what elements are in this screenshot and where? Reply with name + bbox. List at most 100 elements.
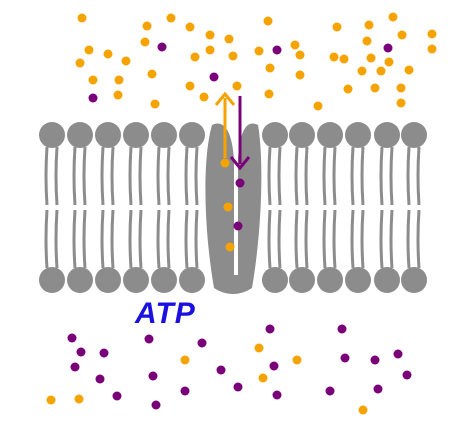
orange-particle	[295, 70, 305, 80]
orange-particle	[166, 13, 176, 23]
lipid-tail	[54, 209, 59, 269]
lipid-bottom	[374, 209, 400, 293]
lipid-tail	[184, 146, 189, 206]
lipid-tail	[406, 146, 411, 206]
orange-particle	[75, 58, 85, 68]
purple-particle	[216, 365, 226, 375]
lipid-head	[262, 267, 288, 293]
lipid-top	[345, 122, 371, 206]
orange-particle	[265, 63, 275, 73]
lipid-tail	[267, 209, 272, 269]
orange-particle	[290, 40, 300, 50]
orange-particle	[396, 98, 406, 108]
orange-particle	[121, 56, 131, 66]
lipid-tail	[138, 209, 143, 269]
lipid-head	[39, 267, 65, 293]
lipid-tail	[156, 146, 161, 206]
orange-particle	[113, 90, 123, 100]
orange-particle	[366, 53, 376, 63]
purple-particle	[67, 333, 77, 343]
purple-particle	[233, 382, 243, 392]
purple-particle	[233, 221, 243, 231]
orange-particle	[142, 21, 152, 31]
purple-particle	[370, 355, 380, 365]
lipid-tail	[360, 209, 365, 269]
lipid-tail	[100, 146, 105, 206]
purple-particle	[235, 178, 245, 188]
lipid-tail	[304, 209, 309, 269]
lipid-tail	[128, 146, 133, 206]
purple-particle	[337, 324, 347, 334]
lipid-tail	[322, 146, 327, 206]
lipid-head	[123, 267, 149, 293]
orange-particle	[46, 395, 56, 405]
purple-particle	[148, 371, 158, 381]
lipid-head	[151, 122, 177, 148]
lipid-top	[95, 122, 121, 206]
orange-particle	[150, 99, 160, 109]
orange-particle	[224, 34, 234, 44]
purple-particle	[373, 384, 383, 394]
orange-particle	[185, 81, 195, 91]
purple-particle	[393, 349, 403, 359]
orange-particle	[103, 49, 113, 59]
lipid-bottom	[179, 209, 205, 293]
lipid-bottom	[289, 209, 315, 293]
orange-particle	[223, 202, 233, 212]
lipid-tail	[294, 146, 299, 206]
orange-particle	[357, 66, 367, 76]
purple-particle	[265, 324, 275, 334]
up-arrow-head	[214, 91, 236, 106]
lipid-head	[374, 122, 400, 148]
orange-particle	[180, 355, 190, 365]
purple-particle	[70, 362, 80, 372]
lipid-head	[67, 267, 93, 293]
lipid-tail	[110, 146, 115, 206]
orange-particle	[232, 81, 242, 91]
lipid-bottom	[95, 209, 121, 293]
lipid-tail	[277, 209, 282, 269]
lipid-head	[345, 267, 371, 293]
lipid-bilayer	[39, 122, 427, 293]
lipid-top	[123, 122, 149, 206]
orange-particle	[358, 405, 368, 415]
orange-particle	[376, 66, 386, 76]
lipid-bottom	[67, 209, 93, 293]
lipid-tail	[360, 146, 365, 206]
lipid-bottom	[151, 209, 177, 293]
orange-particle	[404, 65, 414, 75]
lipid-head	[123, 122, 149, 148]
lipid-tail	[267, 146, 272, 206]
lipid-head	[67, 122, 93, 148]
orange-particle	[362, 36, 372, 46]
lipid-head	[401, 122, 427, 148]
orange-particle	[292, 355, 302, 365]
orange-particle	[190, 52, 200, 62]
orange-particle	[225, 242, 235, 252]
orange-particle	[254, 46, 264, 56]
lipid-head	[151, 267, 177, 293]
orange-particle	[205, 30, 215, 40]
orange-particle	[147, 69, 157, 79]
orange-particle	[77, 13, 87, 23]
lipid-bottom	[345, 209, 371, 293]
lipid-tail	[350, 146, 355, 206]
purple-particle	[383, 43, 393, 53]
orange-particle	[364, 20, 374, 30]
lipid-head	[262, 122, 288, 148]
lipid-top	[374, 122, 400, 206]
lipid-top	[151, 122, 177, 206]
lipid-tail	[72, 146, 77, 206]
lipid-head	[95, 267, 121, 293]
purple-particle	[144, 334, 154, 344]
lipid-tail	[82, 146, 87, 206]
lipid-tail	[416, 209, 421, 269]
lipid-tail	[184, 209, 189, 269]
lipid-top	[179, 122, 205, 206]
purple-particle	[402, 370, 412, 380]
lipid-head	[374, 267, 400, 293]
lipid-tail	[350, 209, 355, 269]
purple-particle	[272, 45, 282, 55]
lipid-tail	[332, 209, 337, 269]
lipid-tail	[44, 146, 49, 206]
